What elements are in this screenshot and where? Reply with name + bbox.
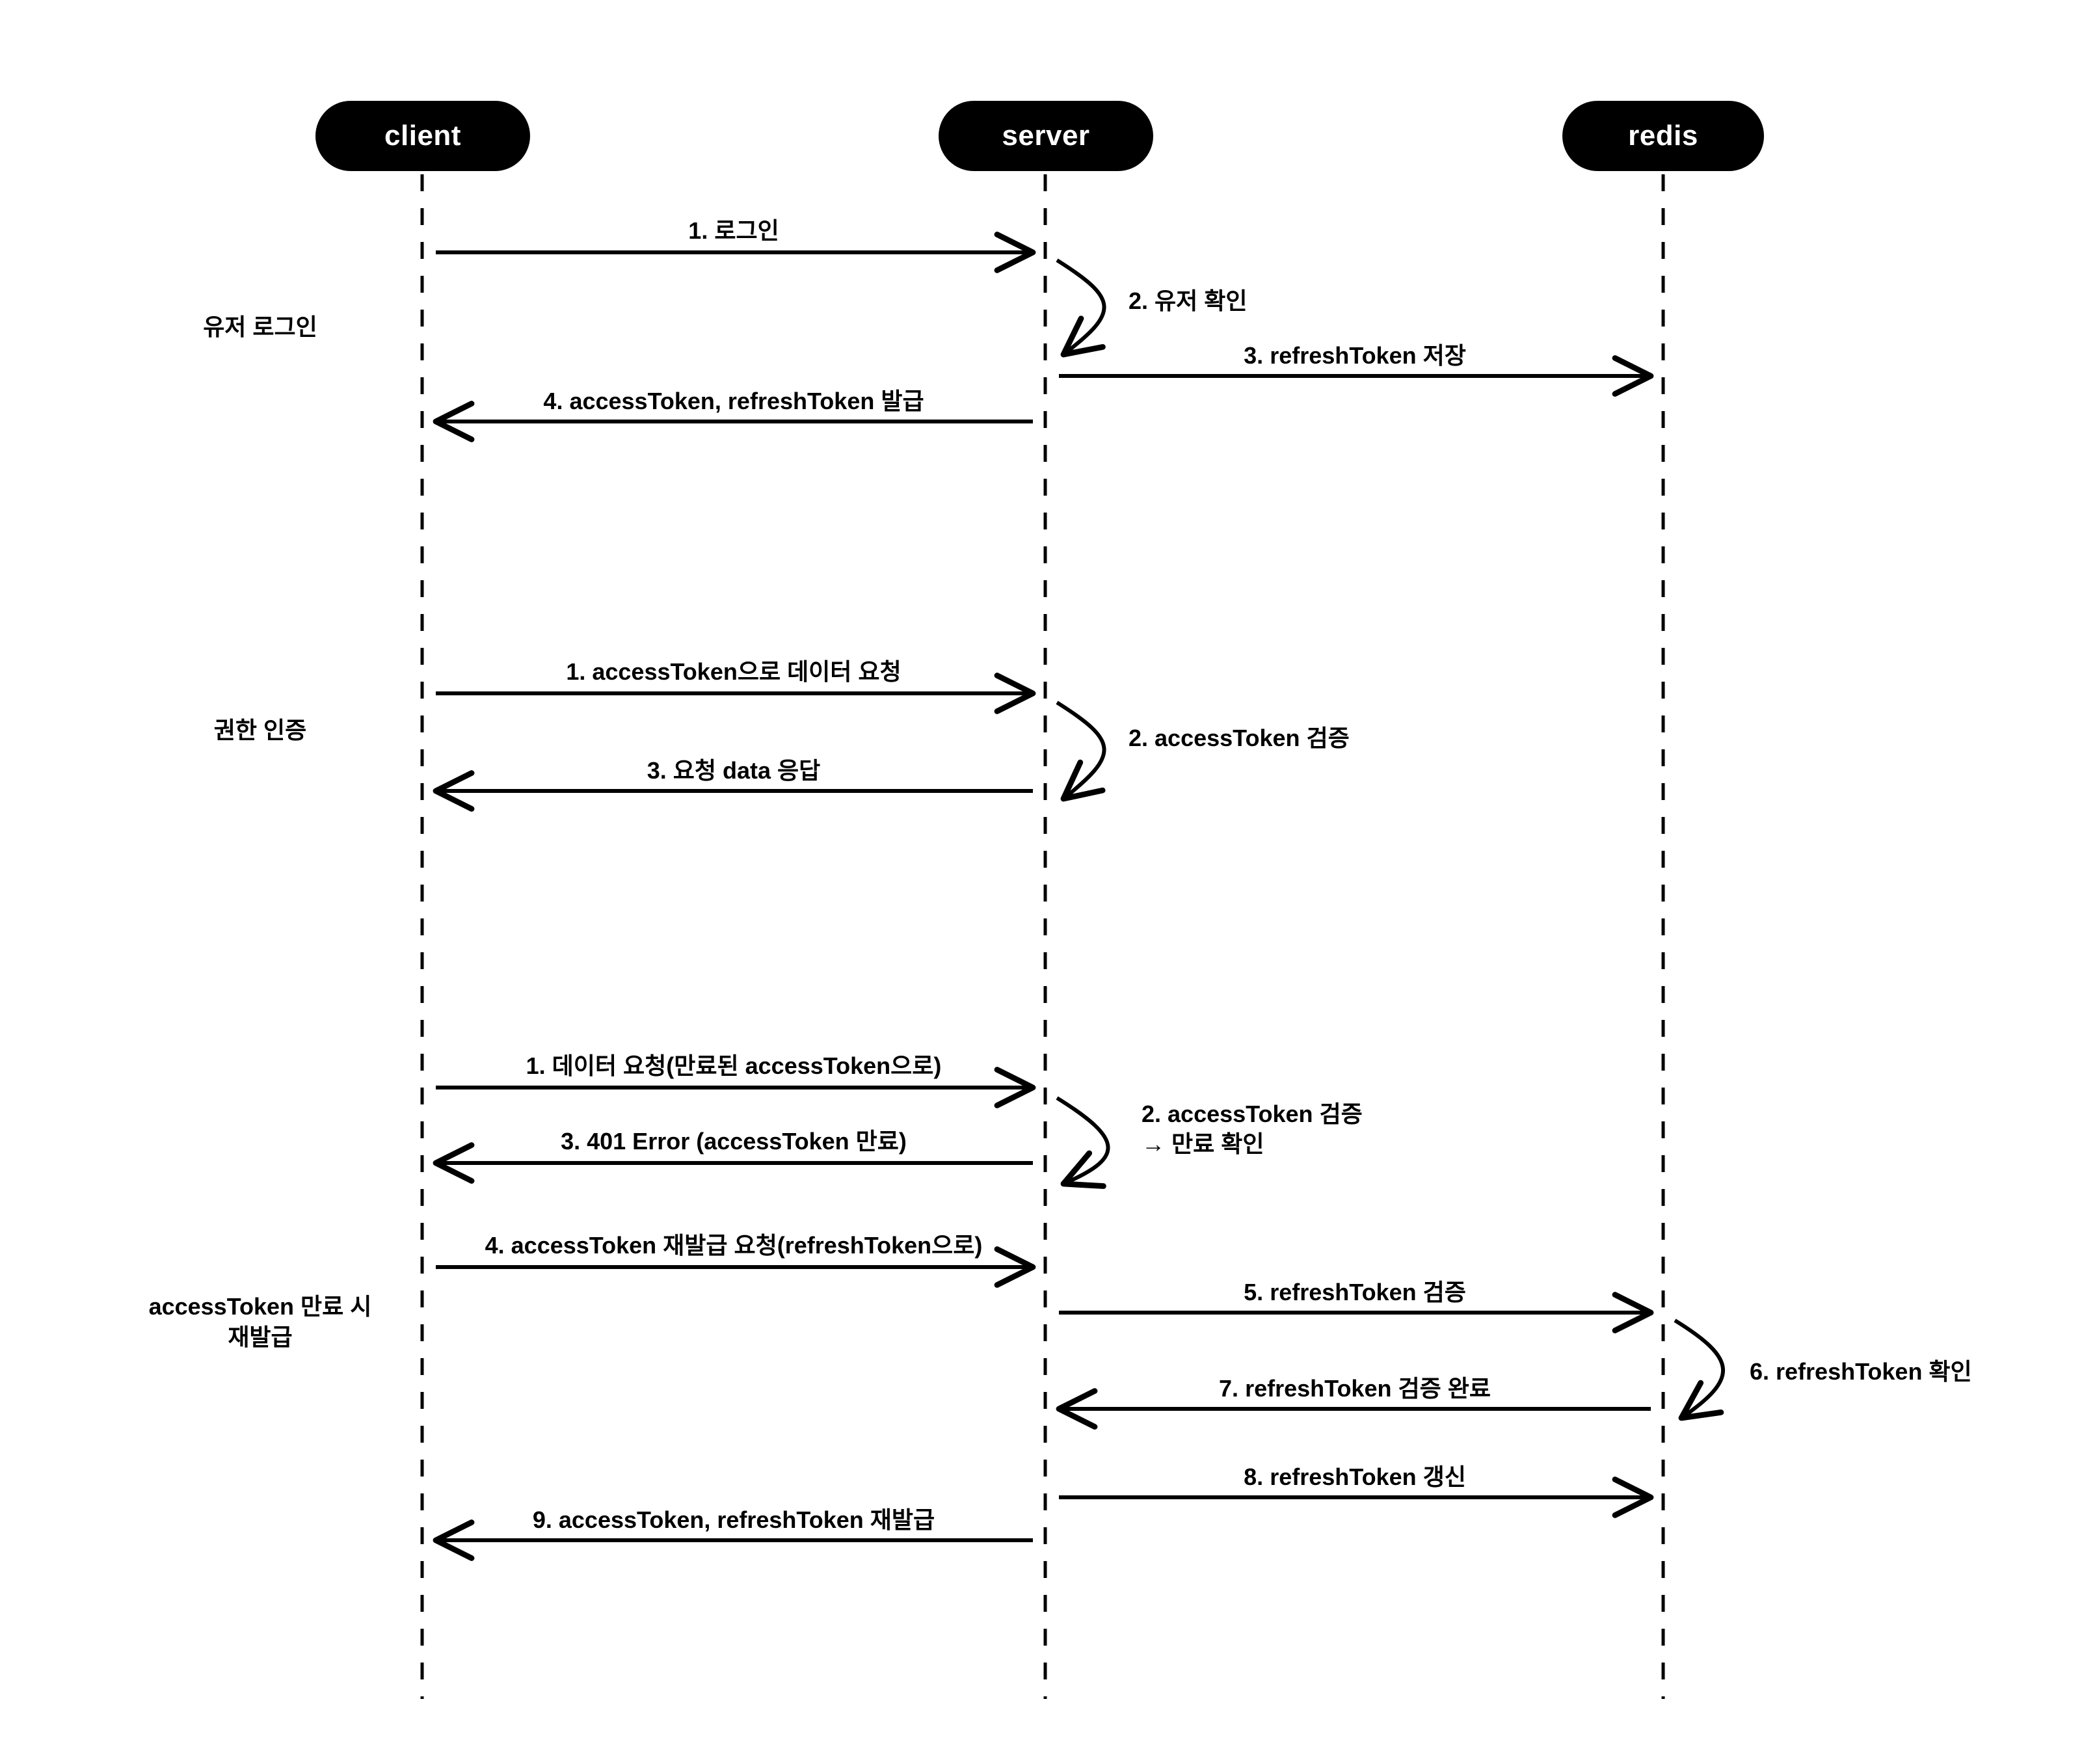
self-loop-reissue-6 xyxy=(1674,1318,1725,1421)
message-label-reissue-6: 6. refreshToken 확인 xyxy=(1750,1358,1972,1385)
actor-server[interactable]: server xyxy=(939,101,1153,171)
message-label-reissue-3: 3. 401 Error (accessToken 만료) xyxy=(561,1128,907,1155)
message-label-reissue-2: 2. accessToken 검증 → 만료 확인 xyxy=(1142,1101,1363,1158)
message-label-authz-1: 1. accessToken으로 데이터 요청 xyxy=(566,658,902,685)
message-label-reissue-8: 8. refreshToken 갱신 xyxy=(1244,1463,1466,1490)
message-label-reissue-1: 1. 데이터 요청(만료된 accessToken으로) xyxy=(526,1052,942,1079)
actor-redis-label: redis xyxy=(1628,120,1698,152)
self-loop-login-2 xyxy=(1056,258,1106,358)
message-label-login-1: 1. 로그인 xyxy=(688,217,779,244)
message-label-reissue-9: 9. accessToken, refreshToken 재발급 xyxy=(532,1506,935,1533)
message-label-reissue-7: 7. refreshToken 검증 완료 xyxy=(1219,1375,1491,1402)
section-label-reissue: accessToken 만료 시 재발급 xyxy=(148,1293,372,1350)
section-label-authz: 권한 인증 xyxy=(213,717,307,743)
message-label-login-4: 4. accessToken, refreshToken 발급 xyxy=(543,388,924,414)
section-label-login: 유저 로그인 xyxy=(203,314,317,340)
actor-redis[interactable]: redis xyxy=(1562,101,1764,171)
message-label-authz-2: 2. accessToken 검증 xyxy=(1129,725,1350,751)
message-label-login-2: 2. 유저 확인 xyxy=(1129,287,1248,314)
self-loop-reissue-2 xyxy=(1056,1096,1110,1189)
actor-server-label: server xyxy=(1002,120,1090,152)
message-label-reissue-4: 4. accessToken 재발급 요청(refreshToken으로) xyxy=(485,1232,983,1259)
message-label-reissue-5: 5. refreshToken 검증 xyxy=(1244,1279,1466,1305)
self-loop-authz-2 xyxy=(1056,701,1106,802)
actor-client[interactable]: client xyxy=(315,101,530,171)
message-label-login-3: 3. refreshToken 저장 xyxy=(1244,342,1466,369)
actor-client-label: client xyxy=(384,120,461,152)
message-label-authz-3: 3. 요청 data 응답 xyxy=(647,757,821,784)
